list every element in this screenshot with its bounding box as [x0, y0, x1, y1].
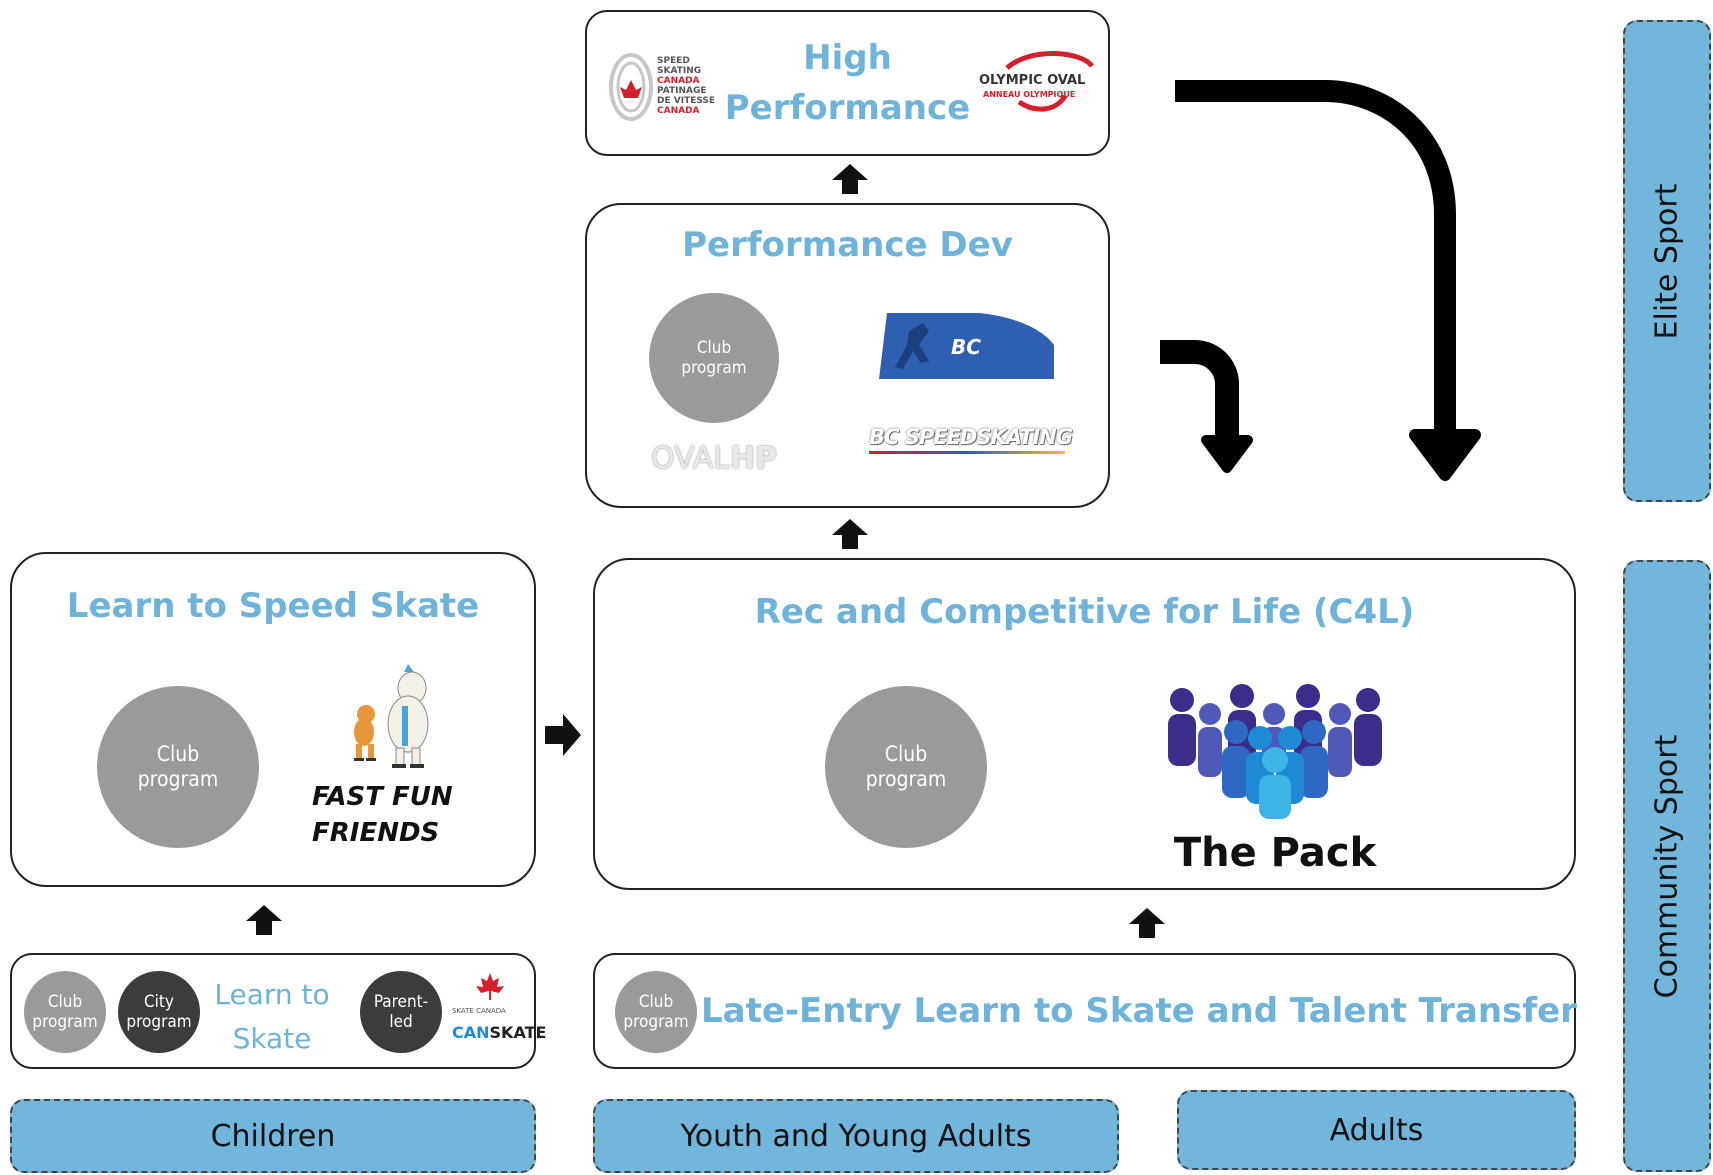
high-performance-title-1: High	[803, 38, 892, 78]
oval-text: OVAL	[651, 441, 730, 476]
adults-label: Adults	[1329, 1112, 1424, 1148]
ssc-text-2: SKATING	[657, 66, 702, 76]
led-label: led	[389, 1012, 413, 1032]
program-label: program	[137, 767, 219, 791]
fast-fun-friends-logo: FAST FUN FRIENDS	[312, 662, 462, 862]
ssc-text-1: SPEED	[657, 56, 690, 66]
club-label: Club	[884, 741, 928, 766]
high-performance-title-2: Performance	[724, 88, 971, 128]
hp-text: HP	[729, 441, 778, 476]
arrow-up-icon	[1129, 908, 1165, 938]
canskate-text: CANSKATE	[452, 1023, 546, 1042]
ssc-text-4: PATINAGE	[657, 86, 707, 96]
anneau-olympique-text: ANNEAU OLYMPIQUE	[983, 90, 1076, 99]
adults-band: Adults	[1177, 1090, 1576, 1170]
club-label: Club	[696, 337, 732, 358]
children-band: Children	[10, 1099, 536, 1173]
rec-competitive-box: Rec and Competitive for Life (C4L) Club …	[593, 558, 1576, 890]
fast-fun-text: FAST FUN	[312, 782, 453, 812]
bc-academy-logo: BC	[879, 311, 1054, 381]
city-label: City	[144, 991, 174, 1012]
arrow-up-icon	[832, 164, 868, 194]
learn-speed-skate-title: Learn to Speed Skate	[66, 586, 480, 626]
arrow-up-icon	[246, 905, 282, 935]
bc-text: BC	[951, 335, 981, 359]
friends-text: FRIENDS	[312, 818, 440, 848]
program-label: program	[32, 1012, 98, 1032]
program-label: program	[681, 358, 747, 378]
elite-sport-label: Elite Sport	[1649, 183, 1685, 339]
club-label: Club	[47, 991, 83, 1012]
can-text: CAN	[452, 1023, 490, 1042]
club-program-circle: Club program	[615, 971, 697, 1053]
the-pack-text: The Pack	[1173, 830, 1377, 876]
learn-speed-skate-box: Learn to Speed Skate Club program FAST F…	[10, 552, 536, 887]
late-entry-title: Late-Entry Learn to Skate and Talent Tra…	[701, 991, 1577, 1031]
youth-band: Youth and Young Adults	[593, 1099, 1119, 1173]
curved-arrow-down-icon	[1160, 340, 1253, 473]
high-performance-box: SPEED SKATING CANADA PATINAGE DE VITESSE…	[585, 10, 1110, 156]
children-label: Children	[210, 1118, 336, 1154]
ssc-text-6: CANADA	[657, 106, 700, 116]
olympic-oval-logo: OLYMPIC OVAL ANNEAU OLYMPIQUE	[977, 50, 1101, 120]
club-program-circle: Club program	[24, 971, 106, 1053]
speed-skating-canada-logo: SPEED SKATING CANADA PATINAGE DE VITESSE…	[609, 52, 729, 122]
performance-dev-box: Performance Dev Club program BC OVALHP B…	[585, 203, 1110, 508]
arrow-right-icon	[545, 714, 581, 756]
rec-competitive-title: Rec and Competitive for Life (C4L)	[754, 592, 1415, 632]
olympic-oval-text: OLYMPIC OVAL	[979, 73, 1086, 88]
club-label: Club	[156, 741, 200, 766]
bc-speedskating-text: BC SPEEDSKATING	[869, 425, 1073, 449]
learn-to-skate-box: Club program City program Learn to Skate…	[10, 953, 546, 1069]
skate-text: SKATE	[489, 1023, 547, 1042]
late-entry-box: Club program Late-Entry Learn to Skate a…	[593, 953, 1577, 1069]
city-program-circle: City program	[118, 971, 200, 1053]
learn-to-label: Learn to	[214, 978, 330, 1011]
community-sport-band: Community Sport	[1623, 560, 1711, 1172]
club-label: Club	[638, 991, 674, 1012]
the-pack-logo: The Pack	[1155, 680, 1395, 880]
program-label: program	[126, 1012, 192, 1032]
curved-arrow-down-icon	[1175, 80, 1481, 481]
club-program-circle: Club program	[97, 686, 259, 848]
bc-speedskating-logo: BC SPEEDSKATING	[869, 425, 1073, 465]
club-program-circle: Club program	[825, 686, 987, 848]
program-label: program	[865, 767, 947, 791]
program-label: program	[623, 1012, 689, 1032]
community-sport-label: Community Sport	[1649, 734, 1685, 998]
ssc-text-3: CANADA	[657, 76, 700, 86]
skate-label: Skate	[232, 1022, 312, 1055]
oval-hp-logo: OVALHP	[651, 441, 777, 476]
performance-dev-title: Performance Dev	[682, 225, 1013, 265]
skate-canada-text: SKATE CANADA	[452, 1007, 506, 1015]
youth-label: Youth and Young Adults	[680, 1118, 1032, 1154]
parent-label: Parent-	[373, 991, 429, 1012]
canskate-logo: SKATE CANADA CANSKATE	[452, 973, 546, 1057]
elite-sport-band: Elite Sport	[1623, 20, 1711, 502]
club-program-circle: Club program	[649, 293, 779, 423]
ssc-text-5: DE VITESSE	[657, 96, 716, 106]
parent-led-circle: Parent- led	[360, 971, 442, 1053]
arrow-up-icon	[832, 519, 868, 549]
learn-to-skate-title: Learn to Skate	[202, 973, 342, 1061]
